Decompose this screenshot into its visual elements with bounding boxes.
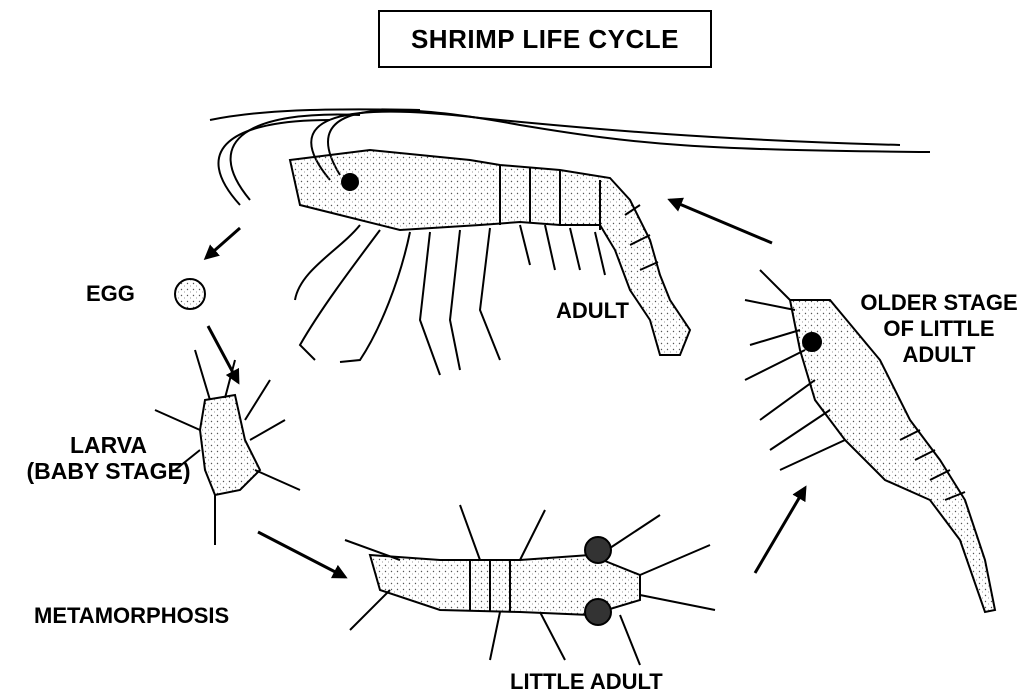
label-egg: EGG xyxy=(86,281,135,307)
label-metamorphosis: METAMORPHOSIS xyxy=(34,603,229,629)
label-adult: ADULT xyxy=(556,298,629,324)
arrow-adult-to-egg xyxy=(206,228,240,258)
label-little-adult: LITTLE ADULT xyxy=(510,669,663,695)
arrow-egg-to-larva xyxy=(208,326,238,382)
label-larva: LARVA (BABY STAGE) xyxy=(6,432,211,484)
page-title: SHRIMP LIFE CYCLE xyxy=(411,24,679,55)
label-older-line2: OF LITTLE xyxy=(850,316,1028,342)
little-adult-illustration xyxy=(345,505,715,665)
arrow-little-adult-to-older xyxy=(755,488,805,573)
egg-illustration xyxy=(175,279,205,309)
label-larva-line1: LARVA xyxy=(6,432,211,458)
title-box: SHRIMP LIFE CYCLE xyxy=(378,10,712,68)
label-older-stage: OLDER STAGE OF LITTLE ADULT xyxy=(850,290,1028,368)
cycle-arrows xyxy=(206,200,805,577)
arrow-older-to-adult xyxy=(670,200,772,243)
label-older-line3: ADULT xyxy=(850,342,1028,368)
arrow-larva-to-little-adult xyxy=(258,532,345,577)
label-older-line1: OLDER STAGE xyxy=(850,290,1028,316)
label-larva-line2: (BABY STAGE) xyxy=(6,458,211,484)
